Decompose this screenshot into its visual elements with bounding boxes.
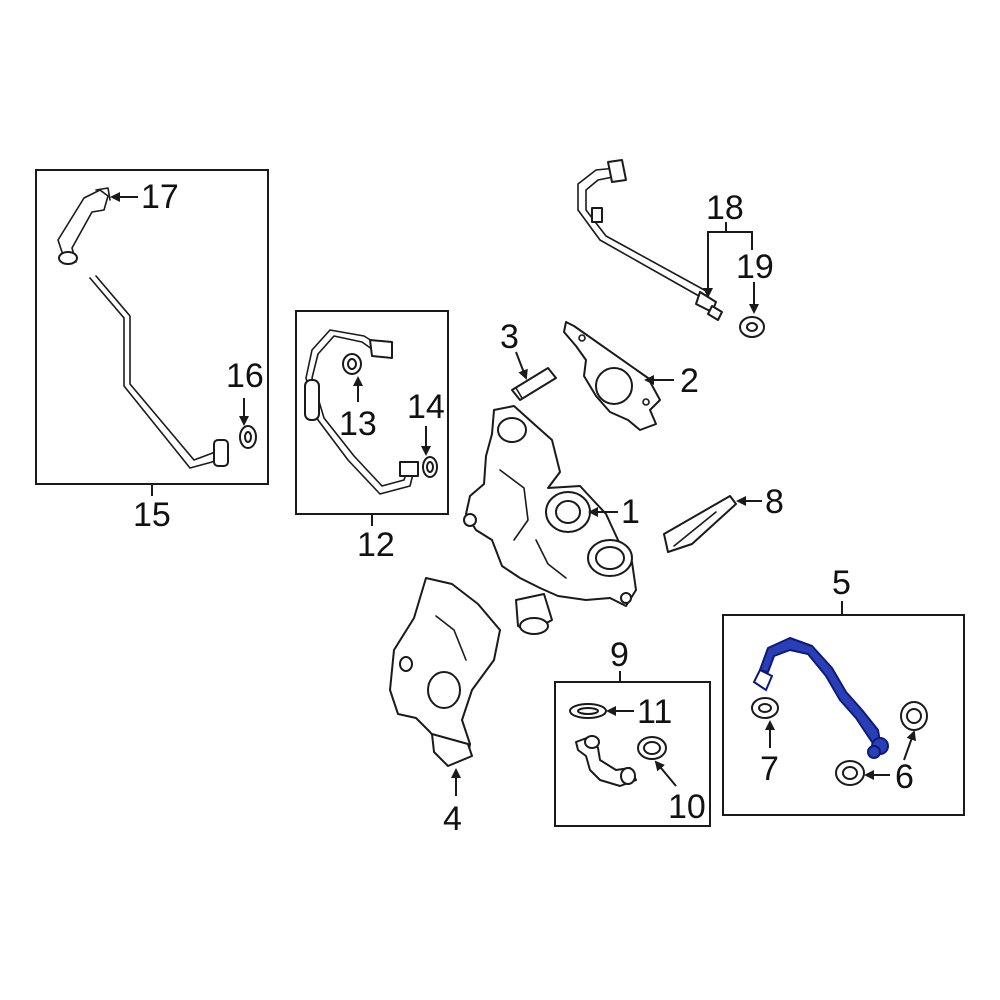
callout-8[interactable]: 8 (765, 483, 784, 521)
part-9-oil-return-tube[interactable] (575, 735, 637, 787)
callout-18[interactable]: 18 (706, 189, 744, 227)
callout-15[interactable]: 15 (133, 496, 171, 534)
part-19-washer[interactable] (739, 316, 765, 338)
callout-19[interactable]: 19 (736, 248, 774, 286)
part-1-turbocharger[interactable] (463, 405, 637, 635)
part-11-gasket[interactable] (569, 703, 607, 719)
callout-7[interactable]: 7 (760, 750, 779, 788)
group-box-15 (35, 169, 269, 485)
callout-16[interactable]: 16 (226, 357, 264, 395)
callout-1[interactable]: 1 (621, 493, 640, 531)
callout-14[interactable]: 14 (407, 388, 445, 426)
part-14-washer[interactable] (422, 456, 438, 478)
callout-17[interactable]: 17 (141, 178, 179, 216)
callout-5[interactable]: 5 (832, 564, 851, 602)
callout-10[interactable]: 10 (668, 788, 706, 826)
part-2-gasket[interactable] (563, 321, 661, 431)
part-15-oil-tube[interactable] (89, 275, 229, 469)
part-6-washer-upper[interactable] (900, 701, 928, 731)
part-10-washer[interactable] (637, 736, 667, 760)
part-16-washer[interactable] (239, 425, 257, 449)
part-17-hose-fitting[interactable] (57, 187, 111, 265)
callout-2[interactable]: 2 (680, 362, 699, 400)
part-5-coolant-tube-highlighted[interactable] (752, 637, 889, 759)
part-8-bracket[interactable] (663, 495, 737, 553)
leader-lines (110, 192, 917, 796)
part-7-washer[interactable] (751, 697, 779, 719)
callout-6[interactable]: 6 (895, 758, 914, 796)
part-18-coolant-tube[interactable] (577, 159, 723, 321)
callout-3[interactable]: 3 (500, 318, 519, 356)
part-3-stud[interactable] (511, 367, 557, 401)
callout-12[interactable]: 12 (357, 526, 395, 564)
callout-13[interactable]: 13 (339, 405, 377, 443)
part-13-washer[interactable] (342, 353, 362, 375)
part-12-oil-feed-tube[interactable] (304, 329, 419, 495)
callout-9[interactable]: 9 (610, 636, 629, 674)
part-6-washer-lower[interactable] (835, 760, 865, 786)
part-4-heat-shield[interactable] (389, 577, 501, 767)
callout-labels: 17 16 15 13 14 12 18 19 3 2 1 8 5 9 11 7… (133, 178, 914, 838)
callout-11[interactable]: 11 (637, 693, 672, 731)
callout-4[interactable]: 4 (443, 800, 462, 838)
